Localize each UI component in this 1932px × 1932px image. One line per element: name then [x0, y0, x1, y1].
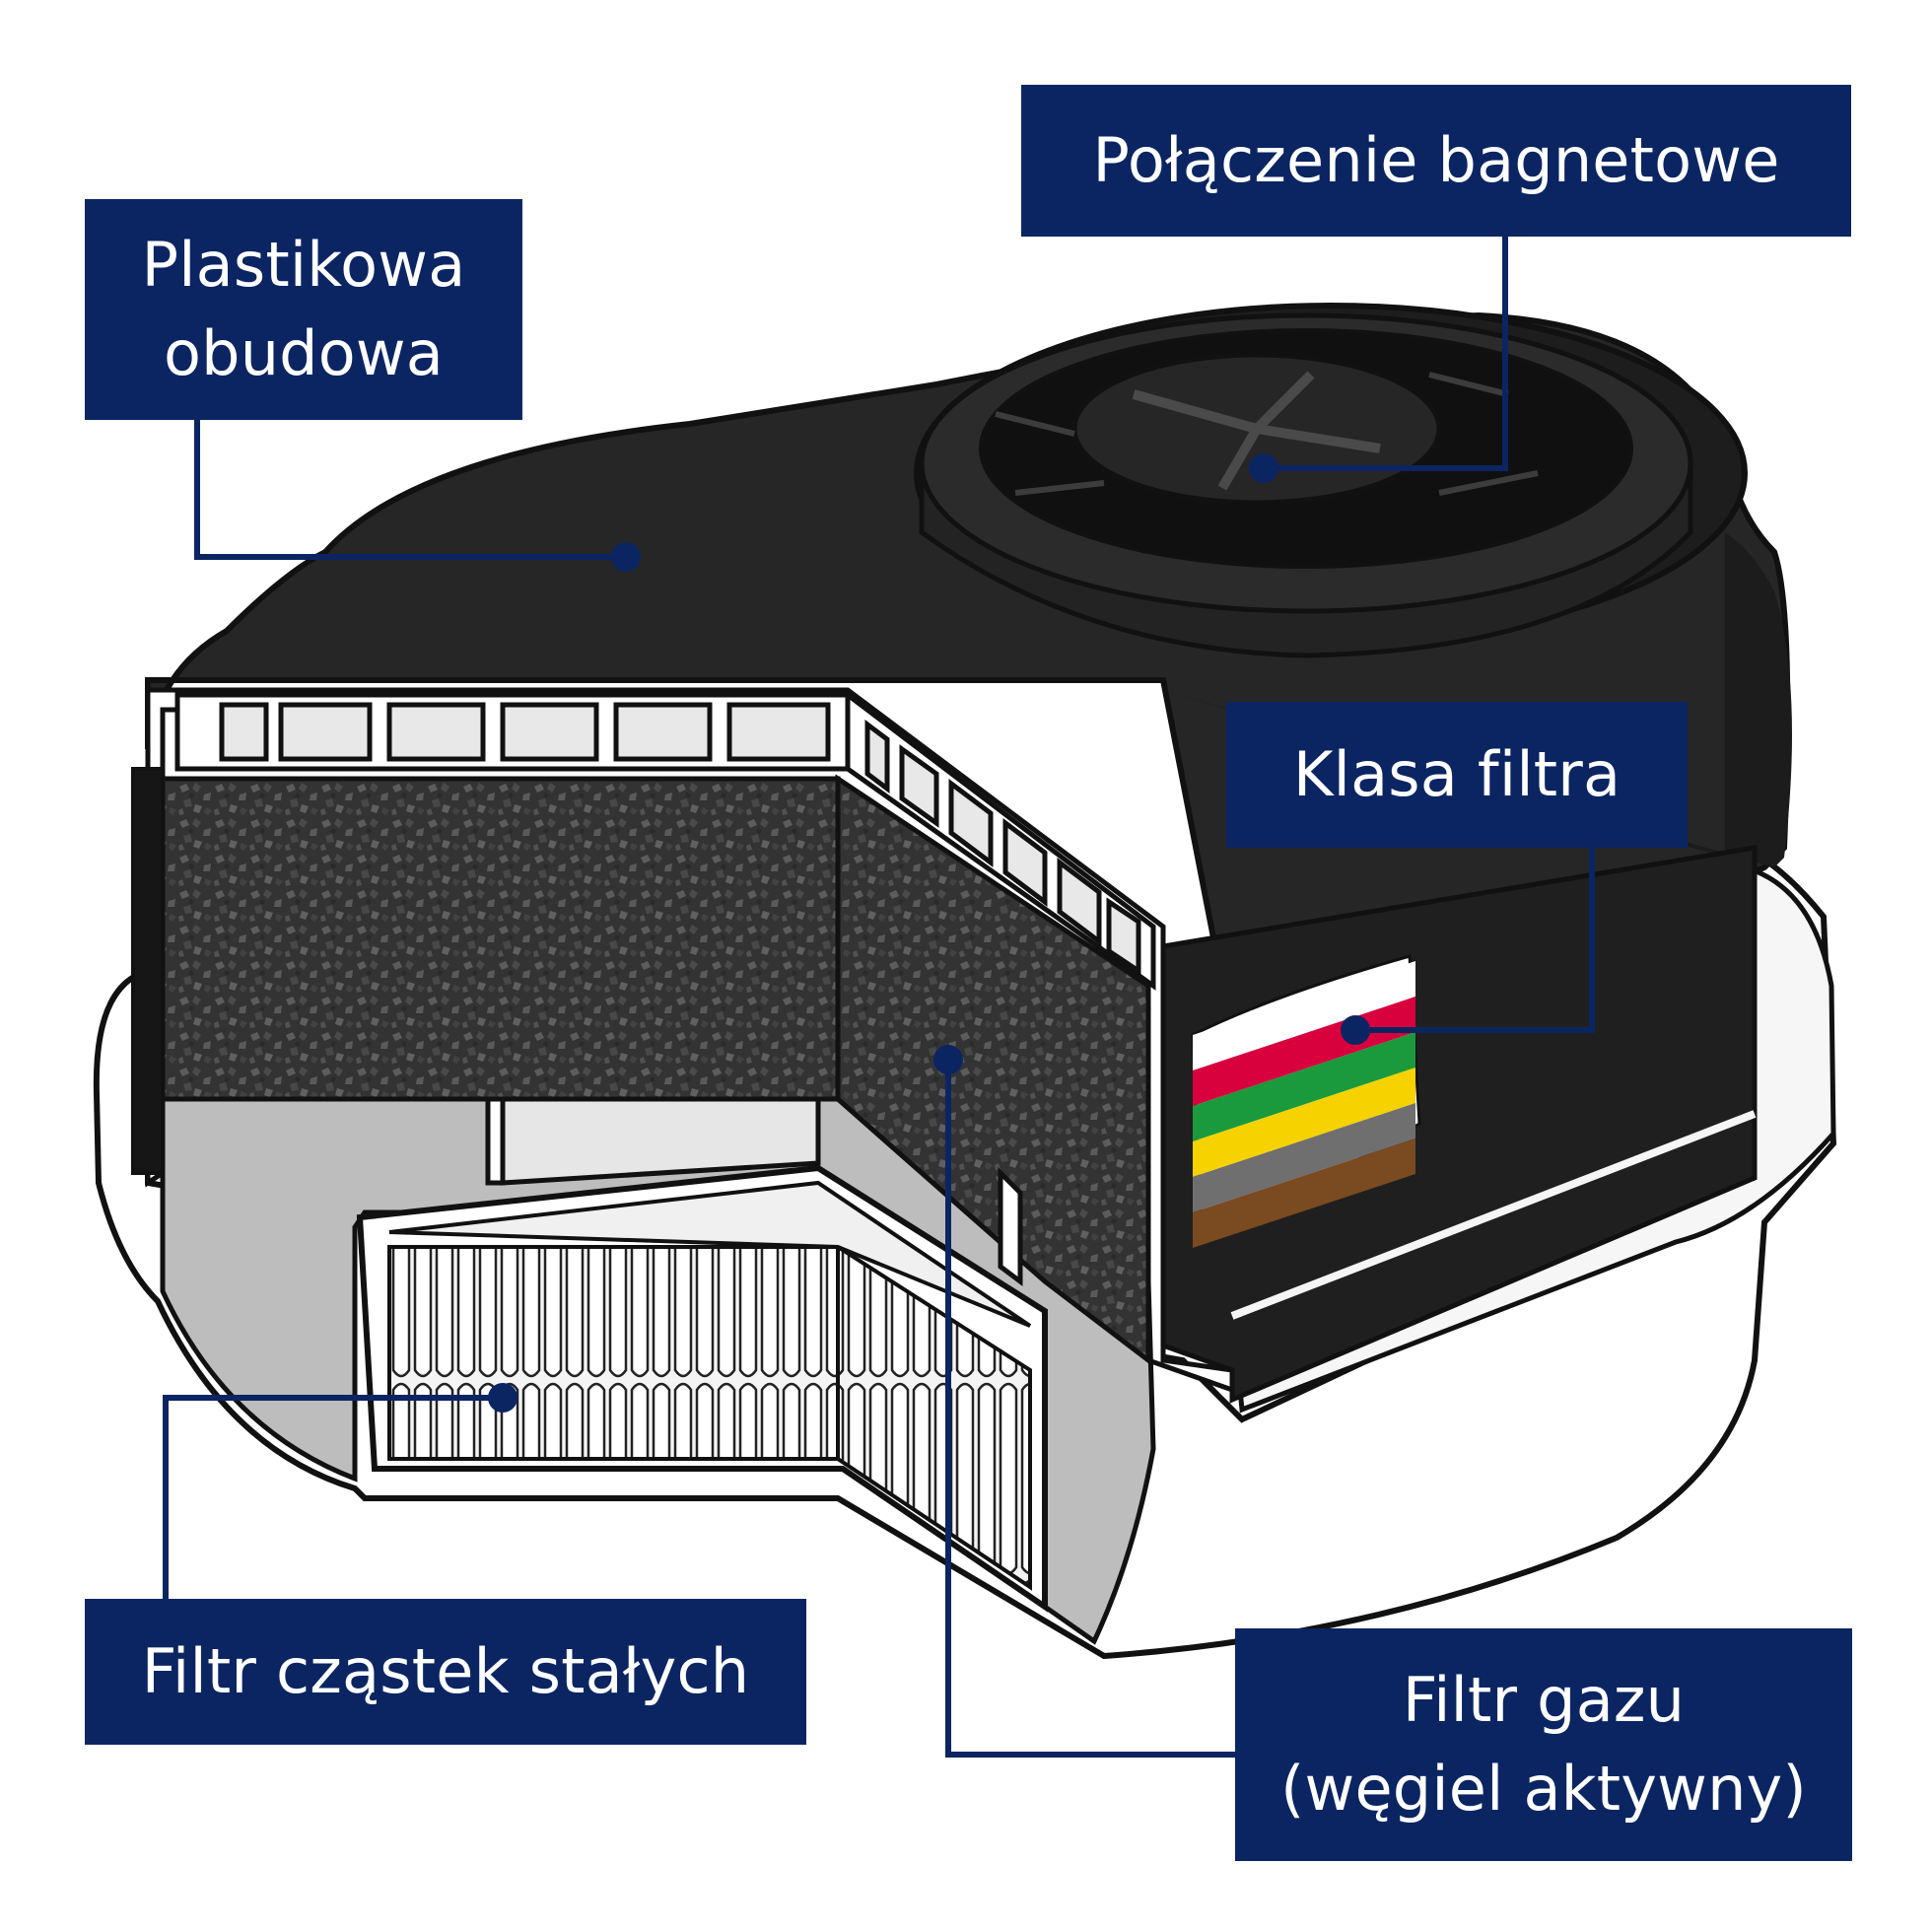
stripe-white — [1193, 961, 1415, 1070]
stripe-brown — [1193, 1138, 1415, 1248]
leader-gas-filter — [945, 1060, 1235, 1758]
label-plastic-housing-line2: obudowa — [164, 317, 444, 389]
stripe-yellow — [1193, 1068, 1415, 1177]
label-gas-filter: Filtr gazu (węgiel aktywny) — [1235, 1628, 1852, 1861]
label-plastic-housing-line1: Plastikowa — [141, 229, 466, 302]
leader-housing — [194, 419, 626, 560]
housing-ribs — [174, 689, 1156, 991]
leader-filter-class — [1355, 848, 1595, 1033]
label-plastic-housing: Plastikowa obudowa — [85, 199, 522, 420]
leader-bayonet — [1264, 237, 1508, 471]
leader-lines — [163, 237, 1595, 1758]
label-filter-class: Klasa filtra — [1226, 702, 1688, 848]
label-particle-filter: Filtr cząstek stałych — [85, 1599, 806, 1745]
label-bayonet-connection: Połączenie bagnetowe — [1021, 85, 1851, 237]
bayonet-connector — [914, 303, 1748, 658]
label-gas-filter-line1: Filtr gazu — [1402, 1664, 1686, 1737]
gas-filter-carbon — [131, 767, 1151, 1366]
stripe-grey — [1193, 1103, 1415, 1212]
interior-supports — [485, 1096, 1023, 1286]
label-filter-class-text: Klasa filtra — [1292, 738, 1622, 811]
leader-particle-filter — [163, 1395, 503, 1599]
stripe-green — [1193, 1032, 1415, 1141]
label-gas-filter-line2: (węgiel aktywny) — [1280, 1753, 1807, 1825]
leader-dots — [488, 453, 1370, 1413]
label-particle-filter-text: Filtr cząstek stałych — [141, 1635, 750, 1708]
label-bayonet-connection-text: Połączenie bagnetowe — [1092, 124, 1780, 197]
